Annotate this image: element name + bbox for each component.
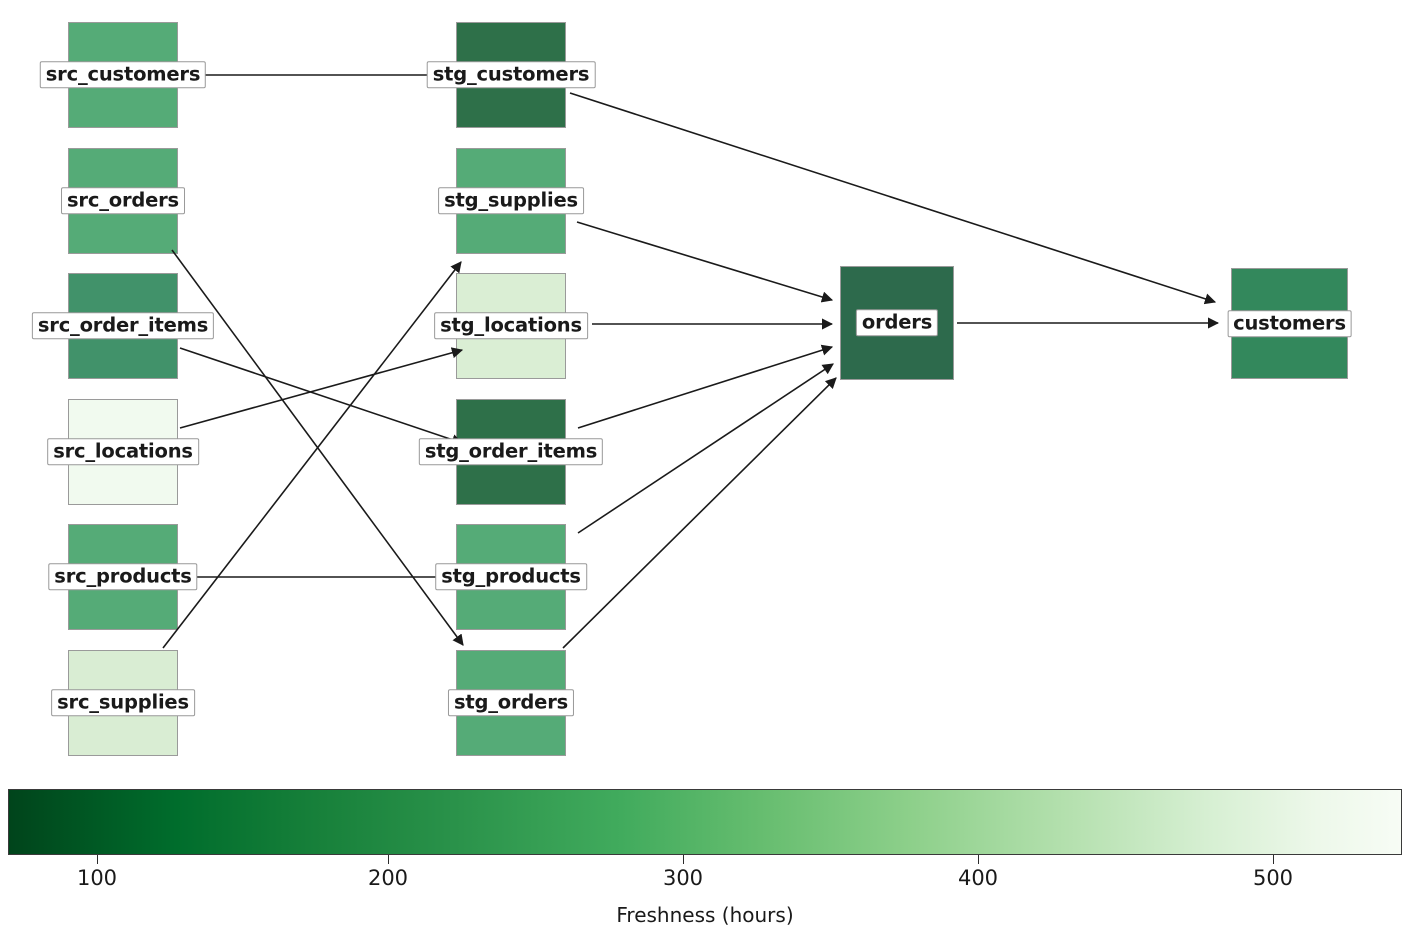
node-label-stg_orders[interactable]: stg_orders: [447, 689, 575, 717]
edge-stg_products-to-orders: [577, 363, 834, 534]
edge-stg_order_items-to-orders: [577, 344, 834, 429]
colorbar-tick-label: 100: [76, 866, 118, 890]
edge-src_supplies-to-stg_supplies: [162, 261, 462, 649]
node-label-stg_locations[interactable]: stg_locations: [434, 312, 588, 340]
node-label-orders[interactable]: orders: [855, 309, 939, 337]
colorbar-tick-label: 300: [662, 866, 704, 890]
node-label-src_supplies[interactable]: src_supplies: [51, 689, 195, 717]
node-label-src_customers[interactable]: src_customers: [39, 61, 207, 89]
edge-src_locations-to-stg_locations: [179, 347, 464, 429]
colorbar-ticks: 100 200 300 400 500: [8, 855, 1402, 915]
node-label-customers[interactable]: customers: [1227, 309, 1352, 338]
colorbar: 100 200 300 400 500 Freshness (hours): [8, 789, 1402, 927]
node-label-src_products[interactable]: src_products: [48, 563, 198, 591]
edge-stg_supplies-to-orders: [576, 221, 834, 303]
node-label-stg_customers[interactable]: stg_customers: [426, 61, 596, 89]
node-label-stg_supplies[interactable]: stg_supplies: [438, 187, 584, 215]
edge-stg_orders-to-orders: [562, 377, 837, 649]
edge-stg_customers-to-customers: [569, 92, 1217, 305]
colorbar-tick-mark: [978, 855, 979, 864]
node-label-src_orders[interactable]: src_orders: [61, 187, 185, 215]
colorbar-tick-label: 400: [957, 866, 999, 890]
edges: [162, 74, 1220, 649]
node-label-src_order_items[interactable]: src_order_items: [31, 312, 215, 340]
colorbar-tick-mark: [388, 855, 389, 864]
node-label-stg_products[interactable]: stg_products: [435, 563, 587, 591]
colorbar-tick-mark: [97, 855, 98, 864]
colorbar-tick-label: 500: [1252, 866, 1294, 890]
colorbar-axis-label: Freshness (hours): [616, 903, 794, 927]
colorbar-tick-label: 200: [367, 866, 409, 890]
colorbar-gradient: [8, 789, 1402, 855]
edge-src_order_items-to-stg_order_items: [179, 347, 464, 446]
colorbar-tick-mark: [1273, 855, 1274, 864]
colorbar-tick-mark: [683, 855, 684, 864]
node-label-stg_order_items[interactable]: stg_order_items: [418, 438, 604, 466]
node-label-src_locations[interactable]: src_locations: [47, 438, 199, 466]
